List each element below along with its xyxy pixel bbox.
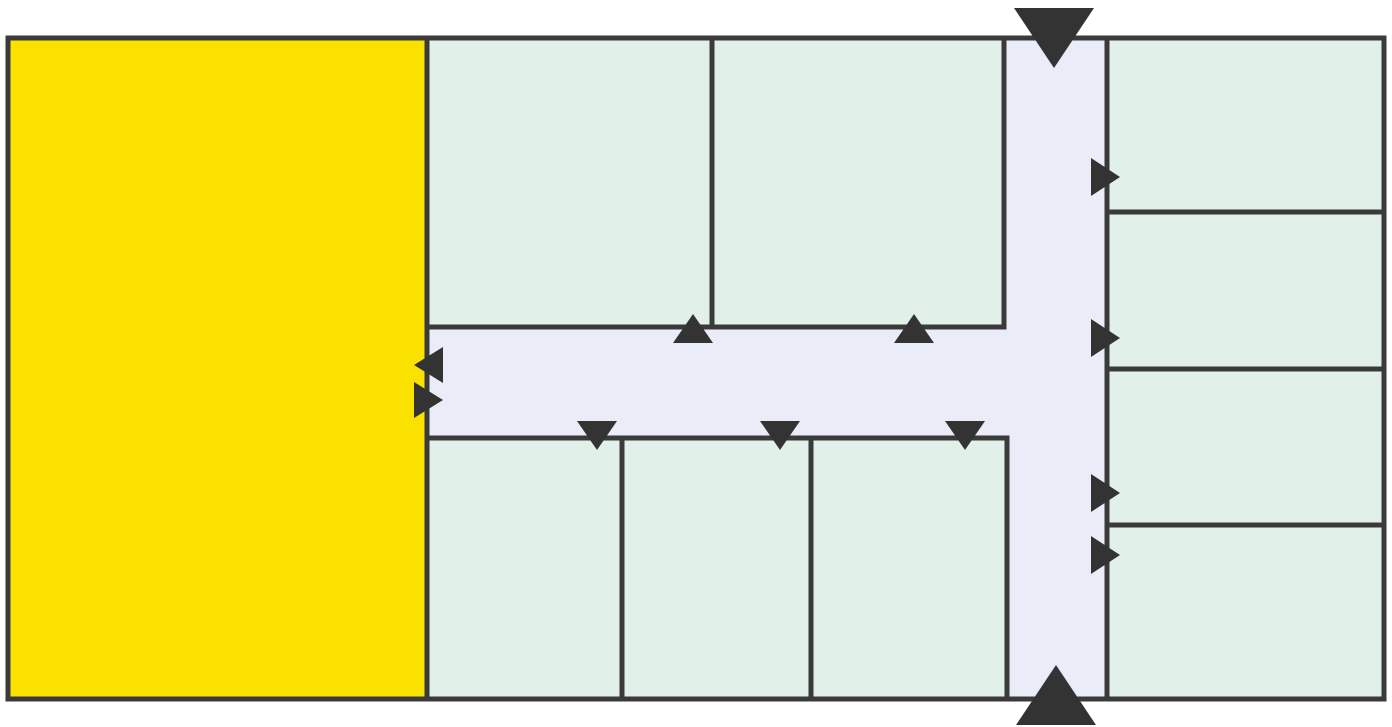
door-arrow-right-icon[interactable]: [414, 382, 443, 418]
entrance-top-arrow-icon[interactable]: [1014, 8, 1094, 68]
outer-wall: [5, 35, 1387, 702]
highlighted-room[interactable]: [5, 35, 430, 702]
room-bottom-2[interactable]: [619, 435, 814, 702]
corridor-horizontal: [427, 327, 1107, 438]
room-top-left[interactable]: [424, 35, 715, 330]
door-markers: [414, 158, 1120, 574]
room-top-right[interactable]: [709, 35, 1007, 330]
entrances: [1014, 8, 1096, 725]
corridor-vertical: [1004, 38, 1107, 699]
room-right-4[interactable]: [1104, 522, 1387, 702]
corridors: [427, 38, 1107, 699]
entrance-bottom-arrow-icon[interactable]: [1016, 665, 1096, 725]
room-right-3[interactable]: [1104, 366, 1387, 528]
door-arrow-down-icon[interactable]: [577, 421, 617, 450]
door-arrow-left-icon[interactable]: [414, 347, 443, 383]
door-arrow-right-icon[interactable]: [1091, 536, 1120, 574]
room-bottom-3[interactable]: [808, 435, 1010, 702]
door-arrow-down-icon[interactable]: [760, 421, 800, 450]
room-right-1[interactable]: [1104, 35, 1387, 215]
door-arrow-right-icon[interactable]: [1091, 158, 1120, 196]
door-arrow-right-icon[interactable]: [1091, 319, 1120, 357]
door-arrow-right-icon[interactable]: [1091, 474, 1120, 512]
door-arrow-down-icon[interactable]: [945, 421, 985, 450]
room-bottom-1[interactable]: [424, 435, 625, 702]
door-arrow-up-icon[interactable]: [673, 314, 713, 343]
door-arrow-up-icon[interactable]: [894, 314, 934, 343]
room-right-2[interactable]: [1104, 209, 1387, 372]
